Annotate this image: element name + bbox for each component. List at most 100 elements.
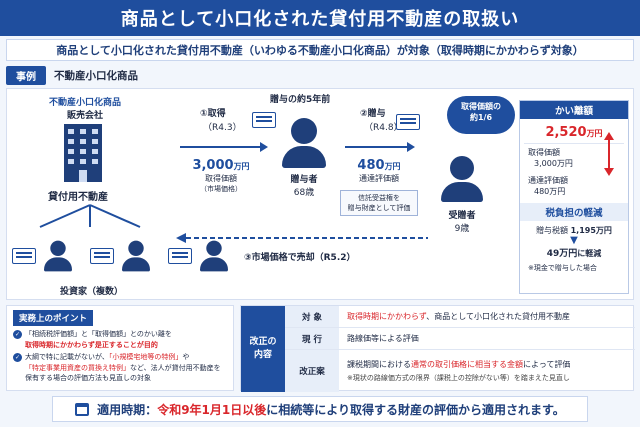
practical-points: 実務上のポイント ✓「相続税評価額」と「取得価額」とのかい離を 取得時期にかかわ…: [6, 305, 234, 391]
point-2: ✓大綱で特に記載がないが、「小規模宅地等の特例」や: [13, 352, 227, 363]
gap-head: かい離額: [520, 101, 628, 119]
investors-group: [12, 234, 234, 278]
revision-proposal-val: によって評価: [523, 360, 571, 369]
revision-label: 改正の内容: [241, 306, 285, 392]
reduced-row: 49万円に軽減: [520, 246, 628, 259]
investor-2: [90, 234, 156, 278]
trust-note-line1: 信託受益権を: [358, 194, 400, 202]
donee-person-icon: [440, 156, 484, 202]
reduced-suffix: に軽減: [577, 249, 602, 258]
revision-table: 改正の内容 対 象 取得時期にかかわらず、商品として小口化された貸付用不動産 現…: [240, 305, 635, 392]
revision-key-proposal: 改正案: [285, 350, 339, 392]
point-2a: 大綱で特に記載がないが、: [25, 353, 109, 361]
person-icon: [44, 240, 72, 272]
certificate-icon: [396, 114, 420, 130]
gift-arrow: [345, 142, 415, 152]
revision-label-1: 改正の: [249, 337, 277, 348]
property-label: 貸付用不動産: [48, 192, 108, 203]
subtitle-banner: 商品として小口化された貸付用不動産（いわゆる不動産小口化商品）が対象（取得時期に…: [6, 39, 634, 61]
gap-eval-block: 通達評価額 480万円: [520, 175, 628, 197]
effective-label: 適用時期：: [97, 402, 158, 417]
revision-key-target: 対 象: [285, 306, 339, 327]
seller-block: 不動産小口化商品 販売会社: [30, 95, 140, 121]
gift-label: 通達評価額: [359, 174, 399, 183]
point-2b: 「小規模宅地等の特例」: [108, 353, 183, 361]
gift-date: （R4.8）: [364, 123, 403, 133]
revision-row-current: 現 行 路線価等による評価: [285, 328, 635, 350]
sale-label: ③市場価格で売却（R5.2）: [244, 253, 356, 263]
revision-key-current: 現 行: [285, 328, 339, 349]
example-label: 不動産小口化商品: [54, 69, 138, 82]
point-2f: 保有する場合の評価方法も見直しの対象: [25, 374, 151, 382]
revision-current-val: 路線価等による評価: [347, 334, 419, 343]
gap-note: ※現金で贈与した場合: [528, 264, 597, 272]
acquire-label2: （市場価格）: [200, 185, 242, 193]
distribution-arrows: [39, 204, 141, 228]
point-1: ✓「相続税評価額」と「取得価額」とのかい離を: [13, 329, 227, 340]
donee-label-block: 受贈者 9歳: [430, 208, 494, 234]
donor-label-block: 贈与者 68歳: [272, 172, 336, 198]
trust-note-line2: 贈与財産として評価: [347, 204, 411, 212]
page-title: 商品として小口化された貸付用不動産の取扱い: [0, 0, 640, 36]
ratio-line1: 取得価額の: [461, 102, 501, 111]
gap-acq-value: 3,000万円: [534, 159, 573, 168]
donor-person-icon: [282, 118, 326, 168]
gift-step: ②贈与: [360, 109, 386, 119]
points-tag: 実務上のポイント: [13, 310, 94, 326]
gift-unit: 万円: [384, 162, 401, 171]
seller-line2: 販売会社: [66, 111, 103, 121]
acquire-step: ①取得: [200, 109, 226, 119]
certificate-icon: [252, 112, 276, 128]
tax-row: 贈与税額 1,195万円: [520, 225, 628, 236]
point-2c: や: [182, 353, 190, 361]
check-icon: ✓: [13, 329, 22, 339]
gap-eval-value: 480万円: [534, 187, 566, 196]
effective-red: 令和9年1月1日以後: [157, 402, 267, 417]
certificate-icon: [90, 248, 114, 264]
tax-label: 贈与税額: [536, 226, 569, 235]
reduced-value: 49万円: [546, 249, 578, 259]
calendar-icon: [75, 402, 90, 416]
gap-unit: 万円: [586, 129, 603, 138]
investors-label: 投資家（複数）: [60, 287, 124, 297]
example-row: 事例 不動産小口化商品: [6, 65, 138, 85]
certificate-icon: [12, 248, 36, 264]
donor-age: 68歳: [293, 188, 315, 198]
tax-head: 税負担の軽減: [520, 203, 628, 221]
point-1a: 「相続税評価額」と「取得価額」とのかい離を: [25, 330, 172, 338]
gap-acq-block: 取得価額 3,000万円: [520, 147, 628, 169]
ratio-line2: 約1/6: [469, 113, 493, 122]
revision-proposal-red: 通常の取引価格に相当する金額: [411, 360, 523, 369]
donor-label: 贈与者: [290, 175, 318, 185]
gap-amount: 2,520: [545, 125, 587, 140]
acquire-amount-block: 3,000万円 取得価額 （市場価格）: [176, 154, 266, 194]
trust-note: 信託受益権を 贈与財産として評価: [340, 190, 418, 216]
gift-amount-block: 480万円 通達評価額: [344, 154, 414, 184]
point-2e: など、法人が貸付用不動産を: [130, 363, 221, 372]
revision-row-proposal: 改正案 課税期間における通常の取引価格に相当する金額によって評価 ※現状の路線価…: [285, 350, 635, 392]
sale-arrow: [176, 233, 428, 243]
example-tag: 事例: [6, 65, 46, 85]
tax-value: 1,195万円: [570, 226, 612, 235]
gap-box: かい離額 2,520万円 取得価額 3,000万円 通達評価額 480万円 税負…: [519, 100, 629, 294]
effective-date-bar: 適用時期： 令和9年1月1日以後に相続等により取得する財産の評価から適用されます…: [52, 396, 588, 422]
ratio-bubble: 取得価額の 約1/6: [447, 96, 515, 134]
person-icon: [122, 240, 150, 272]
seller-line1: 不動産小口化商品: [48, 98, 121, 108]
acquire-label1: 取得価額: [205, 174, 237, 183]
revision-label-2: 内容: [253, 350, 272, 360]
person-icon: [200, 240, 228, 272]
revision-row-target: 対 象 取得時期にかかわらず、商品として小口化された貸付用不動産: [285, 306, 635, 328]
down-arrow-icon: ▼: [570, 235, 578, 246]
effective-rest: に相続等により取得する財産の評価から適用されます。: [266, 402, 565, 417]
point-1b: 取得時期にかかわらず是正することが目的: [25, 340, 158, 349]
certificate-icon: [168, 248, 192, 264]
revision-target-val: 、商品として小口化された貸付用不動産: [426, 312, 571, 321]
gap-double-arrow-icon: [604, 132, 614, 176]
revision-proposal-pre: 課税期間における: [347, 360, 411, 369]
donee-label: 受贈者: [448, 211, 476, 221]
acquire-arrow: [180, 142, 268, 152]
point-2-cont: 「特定事業用資産の買換え特例」など、法人が貸付用不動産を: [13, 363, 227, 374]
building-icon: [64, 124, 102, 182]
acquire-unit: 万円: [233, 162, 250, 171]
